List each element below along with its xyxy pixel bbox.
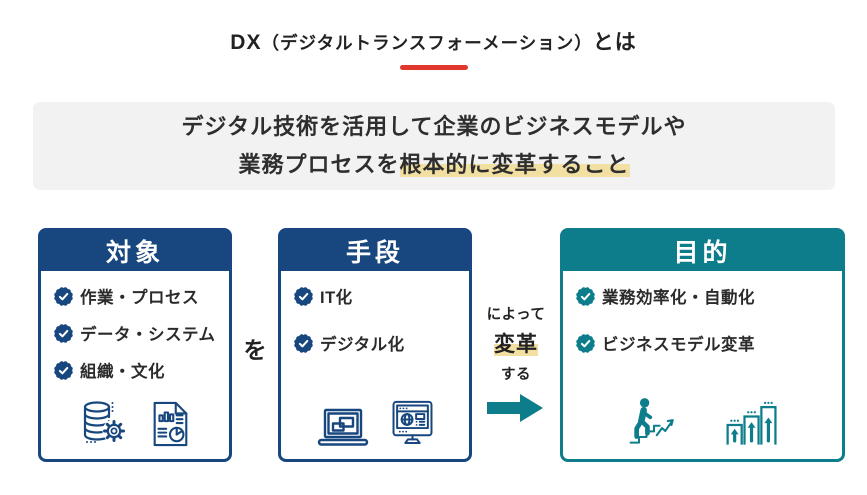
checklist-item-label: データ・システム	[80, 326, 216, 344]
subject-card-body: 作業・プロセス データ・システム 組織・文化	[41, 271, 229, 382]
checklist-item: デジタル化	[294, 331, 459, 355]
checklist-item: データ・システム	[54, 321, 219, 345]
checklist-item-label: ビジネスモデル変革	[602, 336, 755, 354]
checklist-item-label: 組織・文化	[80, 363, 165, 381]
card-header: 目的	[563, 231, 842, 271]
card-header: 手段	[281, 231, 469, 271]
title-suffix: とは	[592, 31, 637, 54]
person-climbing-stairs-icon	[629, 398, 674, 444]
check-badge-icon	[294, 286, 313, 306]
right-arrow-icon	[487, 394, 543, 422]
check-badge-icon	[54, 286, 73, 306]
purpose-card-body: 業務効率化・自動化 ビジネスモデル変革	[563, 271, 842, 355]
growth-bars-icon	[726, 401, 777, 445]
check-badge-icon	[576, 333, 595, 353]
checklist-item: 業務効率化・自動化	[576, 284, 832, 308]
definition-line-1-text: デジタル技術を活用して企業のビジネスモデルや	[181, 114, 687, 140]
page-title: DX（デジタルトランスフォーメーション）とは	[0, 26, 867, 56]
check-badge-icon	[294, 333, 313, 353]
laptop-windows-icon	[317, 408, 369, 446]
means-card-icons	[281, 398, 469, 450]
check-badge-icon	[54, 360, 73, 380]
checklist-item: 組織・文化	[54, 358, 219, 382]
monitor-browser-icon	[392, 400, 433, 444]
subject-card: 対象 作業・プロセス データ・システム	[38, 228, 232, 462]
means-card: 手段 IT化 デジタル化	[278, 228, 472, 462]
means-card-body: IT化 デジタル化	[281, 271, 469, 355]
connector-niyotte: によって	[486, 307, 546, 323]
connector-henkaku: 変革	[494, 328, 538, 358]
subject-card-icons	[41, 398, 229, 450]
connector-suru: する	[501, 367, 531, 383]
report-document-icon	[153, 401, 187, 447]
title-underline	[399, 65, 468, 70]
check-badge-icon	[576, 286, 595, 306]
purpose-card: 目的 業務効率化・自動化 ビジネスモデル変革	[560, 228, 845, 462]
definition-line-2-text: 業務プロセスを	[238, 152, 400, 177]
definition-highlight: 根本的に変革すること	[399, 152, 630, 177]
transform-connector: によって 変革 する	[472, 303, 560, 423]
checklist-item: 作業・プロセス	[54, 284, 219, 308]
card-header: 対象	[41, 231, 229, 271]
title-paren: （デジタルトランスフォーメーション）	[261, 33, 593, 53]
definition-line-1: デジタル技術を活用して企業のビジネスモデルや	[182, 108, 687, 146]
checklist-item: ビジネスモデル変革	[576, 331, 832, 355]
checklist-item-label: 作業・プロセス	[80, 289, 199, 307]
checklist-item-label: デジタル化	[320, 336, 405, 354]
particle-wo: を	[243, 337, 267, 363]
database-gear-icon	[83, 401, 125, 443]
definition-line-2: 業務プロセスを根本的に変革すること	[238, 146, 630, 184]
checklist-item-label: IT化	[320, 289, 353, 307]
purpose-card-icons	[563, 394, 842, 450]
definition-box: デジタル技術を活用して企業のビジネスモデルや 業務プロセスを根本的に変革すること	[33, 102, 835, 190]
title-dx: DX	[230, 31, 262, 54]
connector-henkaku-text: 変革	[494, 333, 538, 356]
checklist-item-label: 業務効率化・自動化	[602, 289, 755, 307]
checklist-item: IT化	[294, 284, 459, 308]
check-badge-icon	[54, 323, 73, 343]
